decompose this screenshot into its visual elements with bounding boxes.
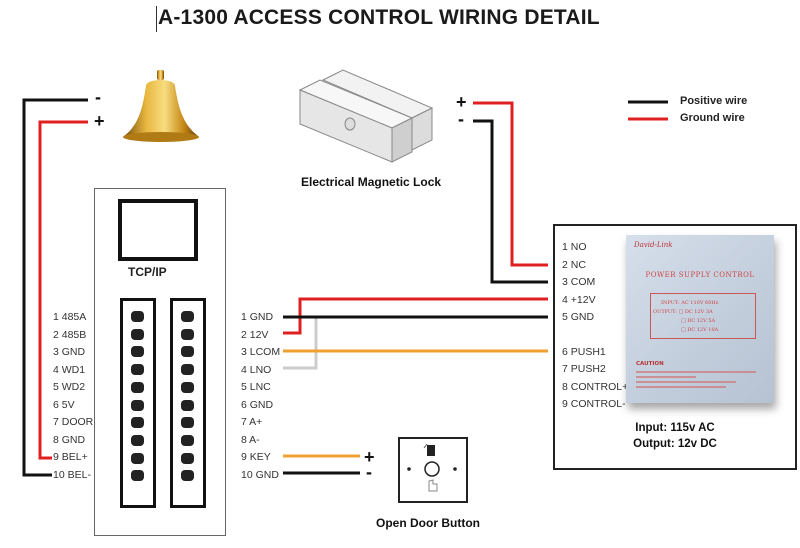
lock-plus-label: +	[456, 92, 467, 112]
title-cursor	[156, 6, 157, 32]
terminal-pin	[181, 452, 194, 464]
psu-spec-output-1: OUTPUT: □ DC 12V 3A	[653, 309, 713, 315]
terminal-label: 4 +12V	[562, 293, 596, 306]
terminal-strip-right	[170, 298, 206, 508]
lock-minus-label: -	[458, 109, 464, 129]
open-door-button[interactable]	[398, 437, 468, 503]
terminal-label: 4 LNO	[241, 363, 272, 376]
psu-heading: POWER SUPPLY CONTROL	[645, 271, 755, 279]
terminal-label: 8 GND	[53, 433, 86, 446]
wire-lno-gray	[283, 317, 318, 370]
terminal-label: 6 5V	[53, 398, 75, 411]
terminal-label: 8 CONTROL+	[562, 380, 629, 393]
terminal-label: 7 DOOR	[53, 416, 94, 428]
psu-spec-input: INPUT: AC 110V 60Hz	[661, 300, 719, 306]
magnetic-lock-label: Electrical Magnetic Lock	[301, 175, 442, 189]
terminal-pin	[181, 434, 194, 446]
terminal-label: 2 485B	[53, 328, 87, 341]
terminal-pin	[181, 381, 194, 393]
terminal-label: 5 WD2	[53, 381, 86, 393]
psu-spec-output-2: □ DC 12V 5A	[681, 318, 716, 324]
terminal-label: 5 GND	[562, 311, 595, 323]
terminal-label: 9 KEY	[241, 451, 271, 463]
terminal-label: 4 WD1	[53, 363, 86, 376]
terminal-pin	[131, 452, 144, 464]
magnetic-lock-icon	[298, 69, 434, 163]
terminal-label: 3 COM	[562, 276, 596, 288]
psu-fine-print	[636, 386, 726, 388]
terminal-pin	[131, 328, 144, 340]
terminal-pin	[131, 434, 144, 446]
terminal-pin	[181, 311, 194, 322]
page-title: A-1300 ACCESS CONTROL WIRING DETAIL	[158, 6, 600, 29]
terminal-label: 1 485A	[53, 311, 87, 323]
terminal-pin	[181, 399, 194, 411]
bell-icon	[123, 70, 199, 142]
terminal-pin	[181, 328, 194, 340]
psu-fine-print	[636, 376, 696, 378]
bell-minus-label: -	[95, 87, 101, 107]
terminal-label: 7 A+	[241, 416, 263, 428]
push-button-icon	[407, 443, 457, 492]
psu-brand: David-Link	[634, 241, 673, 249]
terminal-label: 10 BEL-	[53, 468, 91, 481]
terminal-label: 3 LCOM	[241, 346, 281, 358]
legend-positive-label: Positive wire	[680, 95, 748, 107]
terminal-label: 5 LNC	[241, 381, 271, 393]
terminal-label: 9 CONTROL-	[562, 398, 626, 410]
psu-spec-box: INPUT: AC 110V 60Hz OUTPUT: □ DC 12V 3A …	[650, 293, 756, 339]
terminal-pin	[181, 417, 194, 429]
psu-input-text: Input: 115v AC	[635, 422, 715, 434]
tcp-ip-label: TCP/IP	[128, 265, 167, 279]
open-door-button-label: Open Door Button	[376, 516, 480, 530]
terminal-pin	[181, 470, 194, 482]
terminal-pin	[131, 346, 144, 358]
terminal-label: 6 PUSH1	[562, 345, 606, 358]
terminal-label: 2 NC	[562, 258, 586, 271]
terminal-pin	[131, 381, 144, 393]
psu-fine-print	[636, 381, 736, 383]
terminal-pin	[181, 346, 194, 358]
psu-caution: CAUTION	[636, 361, 664, 367]
psu-spec-output-3: □ DC 12V 10A	[681, 327, 719, 333]
power-supply-unit-image: David-Link POWER SUPPLY CONTROL INPUT: A…	[626, 235, 774, 403]
terminal-pin	[131, 364, 144, 376]
button-plus-label: +	[364, 447, 375, 467]
wire-bell-negative	[22, 98, 88, 477]
legend-ground-label: Ground wire	[680, 112, 745, 124]
wire-lock-negative	[473, 119, 548, 284]
bell-plus-label: +	[94, 111, 105, 131]
button-minus-label: -	[366, 462, 372, 482]
wire-bell-positive	[38, 120, 88, 460]
psu-fine-print	[636, 371, 756, 373]
terminal-pin	[131, 311, 144, 322]
terminal-strip-left	[120, 298, 156, 508]
terminal-pin	[131, 417, 144, 429]
terminal-pin	[181, 364, 194, 376]
terminal-pin	[131, 470, 144, 482]
terminal-label: 1 NO	[562, 241, 587, 253]
psu-output-text: Output: 12v DC	[633, 438, 717, 450]
terminal-label: 6 GND	[241, 398, 274, 411]
terminal-label: 9 BEL+	[53, 451, 88, 463]
ethernet-port-frame	[118, 199, 198, 261]
terminal-label: 7 PUSH2	[562, 363, 606, 375]
terminal-label: 1 GND	[241, 311, 274, 323]
terminal-pin	[131, 399, 144, 411]
terminal-label: 8 A-	[241, 433, 260, 446]
terminal-label: 10 GND	[241, 468, 279, 481]
wire-lock-positive	[473, 101, 548, 267]
terminal-label: 2 12V	[241, 328, 269, 341]
terminal-label: 3 GND	[53, 346, 86, 358]
